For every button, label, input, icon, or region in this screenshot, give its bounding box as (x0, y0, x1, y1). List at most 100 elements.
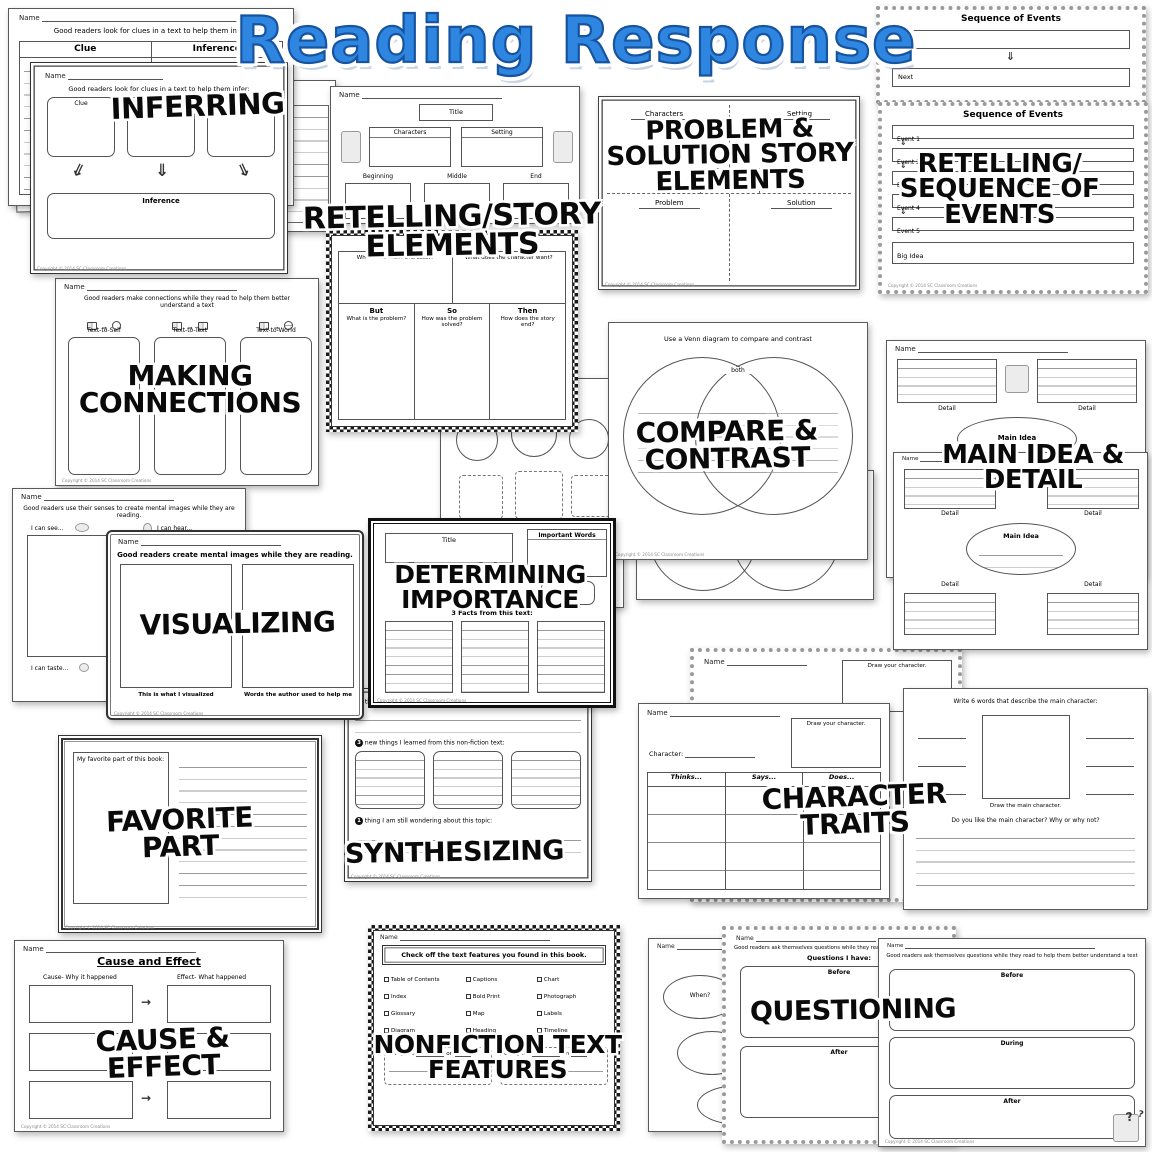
blank-line (41, 16, 257, 22)
label-retelling-story: Retelling/Story Elements (302, 196, 601, 265)
using-the-box: Using the on (500, 1047, 608, 1085)
word-line (918, 761, 966, 767)
label-retelling-sequence: Retelling/ Sequence of Events (899, 149, 1100, 230)
ruled-lines (979, 544, 1063, 570)
speech-bubble (541, 581, 595, 605)
worksheet-prompt: Good readers ask themselves questions wh… (734, 945, 944, 951)
sheet-making-connections: Name Good readers make connections while… (55, 278, 319, 486)
sheet-nonfiction: Name Check off the text features you fou… (368, 925, 620, 1131)
worksheet-prompt: Use a Venn diagram to compare and contra… (664, 335, 812, 343)
blank-line (920, 456, 1011, 462)
connection-column-box (68, 337, 140, 475)
says-header: Says... (726, 773, 804, 786)
title-box: Title (419, 104, 493, 121)
name-label: Name (45, 72, 66, 80)
synth-row3-text: thing I am still wondering about this to… (364, 817, 493, 825)
blank-line (917, 347, 1068, 353)
column-label: Text-to-Self (87, 327, 121, 334)
before-label: Before (1000, 972, 1024, 979)
checkbox-icon (384, 977, 389, 982)
venn-circle (695, 357, 853, 515)
checkbox-icon (384, 1011, 389, 1016)
column-header-inference: Inference (192, 44, 241, 54)
kid-clipart (553, 131, 573, 163)
name-label: Name (887, 943, 904, 949)
next-label: Next (898, 73, 914, 81)
label-cause-effect: Cause & Effect (94, 1020, 231, 1086)
question-monster-clipart (1113, 1114, 1139, 1142)
cause-effect-title: Cause and Effect (97, 955, 201, 968)
checkbox-icon (536, 994, 542, 999)
important-words-box: Important Words (527, 529, 607, 577)
sheet-favorite-part: My favorite part of this book: Copyright… (58, 735, 322, 933)
blank-line (905, 943, 1096, 949)
ruled-lines (916, 827, 1135, 897)
sheet-visualizing: Name Good readers create mental images w… (106, 530, 364, 720)
question-mark-icon: ? (1136, 1109, 1145, 1121)
column-label: Text-to-World (256, 327, 296, 334)
eyes-clipart (75, 523, 89, 532)
blank-line (570, 1051, 587, 1057)
word-line (1086, 789, 1134, 795)
blank-line (67, 74, 163, 80)
end-label: End (530, 173, 542, 180)
title-box-label: Title (442, 536, 456, 544)
does-header: Does... (828, 773, 855, 781)
event-box-3: Event 3 (892, 171, 1134, 189)
questions-header: Questions I have: (807, 954, 871, 962)
book-icon (197, 321, 208, 330)
event-box-1: Event 1 (892, 125, 1134, 143)
detail-box (904, 593, 996, 635)
clue-box-2 (127, 97, 195, 157)
word-line (1086, 761, 1134, 767)
detail-label: Detail (1084, 510, 1102, 517)
event-label: Event 2 (897, 159, 920, 166)
character-line-label: Character: (649, 750, 684, 758)
dashed-box (571, 475, 613, 517)
blank-line (43, 495, 174, 501)
checkbox-icon (465, 1011, 471, 1016)
fact-box (537, 621, 605, 693)
name-label: Name (704, 658, 725, 666)
checkbox-icon (536, 1011, 542, 1016)
sheet-compare-contrast: Use a Venn diagram to compare and contra… (608, 322, 868, 560)
right-arrow-icon: → (141, 1043, 152, 1057)
author-words-box (242, 564, 354, 688)
but-question: What is the problem? (346, 316, 407, 322)
cause-box (29, 1033, 133, 1071)
blank-line (45, 947, 196, 953)
effect-box (167, 1081, 271, 1119)
title-box: Title (700, 168, 760, 194)
down-arrow-icon: ⇓ (900, 207, 907, 216)
main-idea-oval: Main Idea (966, 523, 1076, 575)
author-words-caption: Words the author used to help me (243, 692, 352, 698)
after-box: After (889, 1095, 1135, 1139)
name-label: Name (118, 538, 139, 546)
ruled-lines (389, 1060, 487, 1080)
blank-line (726, 660, 807, 666)
then-question: How does the story end? (500, 316, 555, 328)
sheet-inferring-organizer: Name Good readers look for clues in a te… (30, 62, 288, 274)
blank-line (454, 1051, 471, 1057)
beginning-box (345, 183, 411, 219)
label-favorite-part: Favorite Part (105, 800, 254, 865)
blank-line (755, 936, 876, 942)
robot-clipart (1005, 365, 1029, 393)
feature-checklist: Table of Contents Index Glossary Diagram… (384, 971, 608, 1039)
label-main-idea-detail: Main Idea & Detail (942, 440, 1124, 496)
cause-header: Cause- Why it happened (43, 974, 117, 981)
visualized-box (120, 564, 232, 688)
ruled-lines (355, 709, 581, 733)
cause-box (29, 1081, 133, 1119)
middle-label: Middle (447, 173, 467, 180)
name-label: Name (657, 943, 675, 950)
feature-item: Diagram (391, 1027, 416, 1034)
tongue-clipart (79, 663, 89, 672)
copyright: Copyright © 2014 SC Classroom Creations (605, 282, 695, 287)
connection-column-box (154, 337, 226, 475)
copyright: Copyright © 2014 SC Classroom Creations (351, 874, 441, 879)
sheet-character-six-words: Write 6 words that describe the main cha… (903, 688, 1148, 910)
clue-box-3 (207, 97, 275, 157)
connection-column-box (240, 337, 312, 475)
label-nonfiction: Nonfiction Text Features (373, 1030, 622, 1084)
